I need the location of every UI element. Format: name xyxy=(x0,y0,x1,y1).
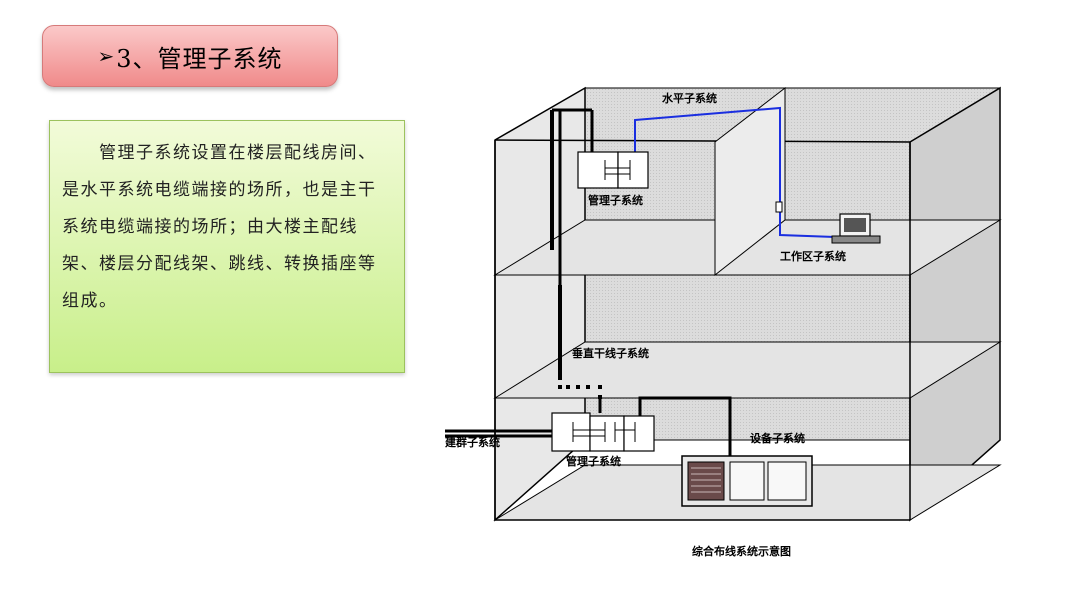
computer-icon xyxy=(831,213,881,244)
label-vertical-subsystem: 垂直干线子系统 xyxy=(572,346,649,360)
label-work-area-subsystem: 工作区子系统 xyxy=(780,249,846,263)
riser-dots xyxy=(558,385,602,399)
label-equipment-subsystem: 设备子系统 xyxy=(750,431,805,445)
cabling-diagram: 水平子系统 管理子系统 工作区子系统 垂直干线子系统 建群子系统 管理子系统 设… xyxy=(445,86,1002,558)
right-wall xyxy=(909,86,1001,522)
horizontal-cable xyxy=(634,106,836,238)
diagram-caption: 综合布线系统示意图 xyxy=(692,544,791,558)
label-building-group-subsystem: 建群子系统 xyxy=(445,435,500,449)
description-text: 管理子系统设置在楼层配线房间、是水平系统电缆端接的场所，也是主干系统电缆端接的场… xyxy=(62,143,377,311)
management-rack-bottom xyxy=(551,412,655,452)
equipment-cabinet xyxy=(681,455,813,507)
arrow-bullet-icon: ➢ xyxy=(97,44,115,68)
description-box: 管理子系统设置在楼层配线房间、是水平系统电缆端接的场所，也是主干系统电缆端接的场… xyxy=(49,120,405,373)
floor-slab-middle xyxy=(493,341,1002,399)
section-title-box: ➢ 3、管理子系统 xyxy=(42,25,338,87)
section-title: 3、管理子系统 xyxy=(116,44,283,73)
label-management-subsystem-bottom: 管理子系统 xyxy=(566,454,621,468)
label-horizontal-subsystem: 水平子系统 xyxy=(662,91,717,105)
management-rack-top xyxy=(577,151,649,189)
partition-room xyxy=(714,86,786,277)
label-management-subsystem-top: 管理子系统 xyxy=(588,193,643,207)
